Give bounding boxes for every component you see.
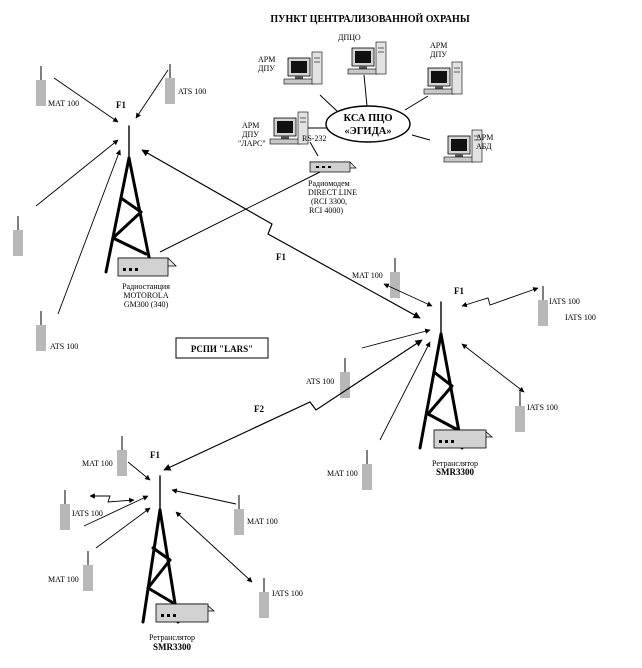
ats-mid-label: ATS 100 — [306, 377, 334, 386]
ats-tl-label: ATS 100 — [178, 87, 206, 96]
f1-right-label: F1 — [454, 286, 464, 296]
radio-modem[interactable] — [309, 161, 357, 173]
f1-mid-label: F1 — [276, 252, 286, 262]
radio-links — [141, 149, 423, 471]
arm-dpu-lars-line2: ДПУ — [242, 130, 259, 139]
mat-bl2-label: MAT 100 — [48, 575, 79, 584]
f1-left-label: F1 — [116, 100, 126, 110]
iats-r3-label: IATS 100 — [527, 403, 558, 412]
arm-dpu-2-line1: АРМ — [430, 41, 447, 50]
workstation-arm-dpu-1[interactable]: АРМ ДПУ — [258, 51, 323, 85]
mat-bl1-label: MAT 100 — [82, 459, 113, 468]
left-device-links — [35, 69, 169, 315]
mat-mid-label: MAT 100 — [352, 271, 383, 280]
workstation-arm-dpu-2[interactable]: АРМ ДПУ — [423, 41, 463, 95]
portable-iats-br — [258, 577, 270, 619]
portable-ats-ml — [35, 310, 47, 352]
tower-bottom — [141, 475, 180, 624]
portable-iats-r3 — [514, 391, 526, 433]
link-f1 — [141, 149, 421, 319]
mat-tl-label: МАТ 100 — [48, 99, 79, 108]
arm-dpu-lars-line3: "ЛАРС" — [238, 139, 266, 148]
arm-abd-line2: АБД — [476, 142, 492, 151]
ksa-label-line2: «ЭГИДА» — [344, 126, 391, 137]
retranslator-right-line1: Ретранслятор — [432, 459, 478, 468]
control-center-network — [306, 74, 431, 157]
system-label: РСПИ "LARS" — [191, 344, 253, 354]
tower-right — [418, 301, 464, 450]
workstation-arm-dpu-lars[interactable]: АРМ ДПУ "ЛАРС" — [238, 111, 309, 148]
portable-iats-r1 — [537, 285, 549, 327]
modem-line2: DIRECT LINE — [308, 188, 357, 197]
portable-mat-tl — [35, 65, 47, 107]
arm-dpu-1-line1: АРМ — [258, 55, 275, 64]
iats-bl-label: IATS 100 — [72, 509, 103, 518]
iats-r2-label: IATS 100 — [565, 313, 596, 322]
base-station-line1: Радиостанция — [122, 282, 170, 291]
portable-mat-br — [233, 494, 245, 536]
retranslator-bottom-line1: Ретранслятор — [149, 633, 195, 642]
retranslator-bottom[interactable] — [155, 603, 216, 623]
rs232-label: RS-232 — [302, 134, 326, 143]
link-f2 — [163, 339, 423, 471]
arm-dpu-1-line2: ДПУ — [258, 64, 275, 73]
workstation-dpcho[interactable]: ДПЦО — [338, 33, 387, 75]
base-station[interactable] — [117, 257, 177, 277]
f2-label: F2 — [254, 404, 264, 414]
retranslator-bottom-line2: SMR3300 — [153, 642, 191, 652]
system-label-box: РСПИ "LARS" — [175, 337, 269, 359]
iats-br-label: IATS 100 — [272, 589, 303, 598]
modem-line1: Радиомодем — [308, 179, 350, 188]
iats-r1-label: IATS 100 — [549, 297, 580, 306]
modem-line3: (RCI 3300, — [311, 197, 347, 206]
retranslator-right-line2: SMR3300 — [436, 467, 474, 477]
retranslator-right[interactable] — [433, 429, 494, 449]
portable-ats-tl — [164, 63, 176, 105]
f1-bottom-label: F1 — [150, 450, 160, 460]
portable-mat-bl2 — [82, 550, 94, 592]
portable-ats-mid — [339, 357, 351, 399]
arm-dpu-2-line2: ДПУ — [430, 50, 447, 59]
portable-mat-mid — [389, 257, 401, 299]
ksa-label-line1: КСА ПЦО — [344, 113, 393, 124]
bottom-device-links — [83, 461, 253, 583]
portable-iats-bl — [59, 489, 71, 531]
base-station-line2: MOTOROLA — [123, 291, 168, 300]
base-station-line3: GM300 (340) — [124, 300, 169, 309]
mat-br-label: MAT 100 — [247, 517, 278, 526]
dpcho-label: ДПЦО — [338, 33, 361, 42]
modem-cable — [159, 171, 321, 253]
header-title: ПУНКТ ЦЕНТРАЛИЗОВАННОЙ ОХРАНЫ — [270, 13, 469, 25]
arm-abd-line1: АРМ — [476, 133, 493, 142]
portable-mat-bl1 — [116, 435, 128, 477]
ats-ml-label: ATS 100 — [50, 342, 78, 351]
mat-mid-low-label: MAT 100 — [327, 469, 358, 478]
portable-left-mid — [12, 215, 24, 257]
tower-left — [104, 125, 154, 274]
ksa-server-ellipse[interactable]: КСА ПЦО «ЭГИДА» — [325, 105, 411, 143]
portable-mat-mid-low — [361, 449, 373, 491]
arm-dpu-lars-line1: АРМ — [242, 121, 259, 130]
workstation-arm-abd[interactable]: АРМ АБД — [443, 129, 493, 163]
modem-line4: RCI 4000) — [309, 206, 343, 215]
